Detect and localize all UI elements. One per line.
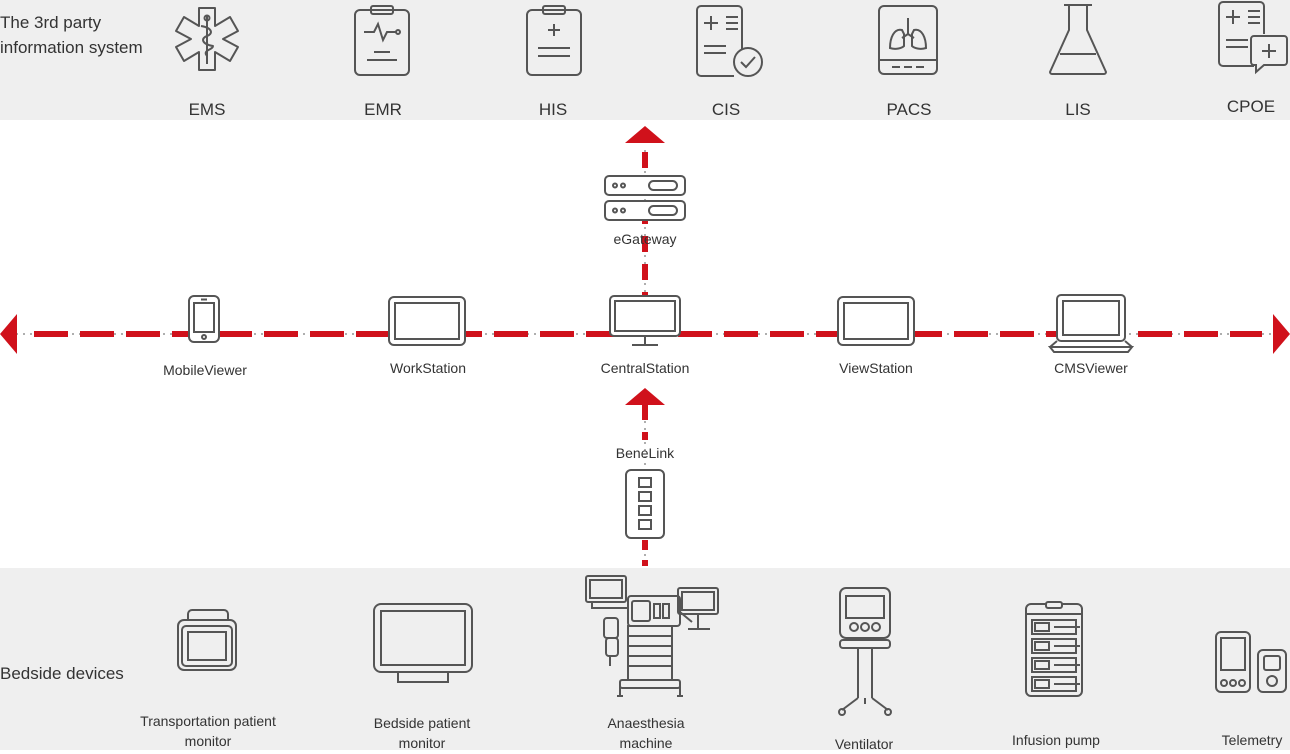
station-label-centralstation: CentralStation: [600, 360, 690, 376]
anaesthesia-machine-icon: [585, 575, 719, 697]
benelink-label: BeneLink: [615, 445, 675, 461]
device-label-infusion-pump: Infusion pump: [1012, 732, 1100, 748]
station-label-mobileviewer: MobileViewer: [163, 362, 247, 378]
system-label-ems: EMS: [188, 100, 226, 119]
system-label-pacs: PACS: [886, 100, 932, 119]
system-label-cis: CIS: [711, 100, 741, 119]
device-label-ventilator: Ventilator: [834, 736, 894, 752]
bedside-monitor-icon: [373, 603, 473, 683]
device-label-telemetry: Telemetry: [1221, 732, 1283, 748]
smartphone-icon: [188, 295, 220, 343]
document-comment-icon: [1218, 1, 1288, 75]
device-label-anaesthesia-machine: Anaesthesia machine: [607, 715, 685, 751]
egateway-label: eGateway: [613, 231, 677, 247]
third-party-title-line2: information system: [0, 38, 143, 57]
network-right-arrow-head: [1273, 314, 1290, 354]
benelink-arrow-head: [625, 388, 665, 405]
flask-icon: [1049, 4, 1107, 75]
station-label-cmsviewer: CMSViewer: [1054, 360, 1128, 376]
clipboard-ecg-icon: [354, 5, 410, 76]
system-label-cpoe: CPOE: [1226, 97, 1276, 116]
benelink-module-icon: [625, 469, 665, 539]
desktop-monitor-icon: [609, 295, 681, 346]
gateway-arrow-head: [625, 126, 665, 143]
device-label-bedside-monitor: Bedside patient monitor: [373, 715, 471, 751]
star-of-life-icon: [175, 7, 239, 71]
laptop-icon: [1048, 294, 1134, 353]
third-party-title-line1: The 3rd party: [0, 13, 102, 32]
ventilator-icon: [838, 587, 892, 716]
lungs-xray-icon: [878, 5, 938, 75]
server-icon: [604, 175, 686, 221]
system-label-lis: LIS: [1065, 100, 1091, 119]
monitor-icon: [837, 296, 915, 346]
station-label-viewstation: ViewStation: [839, 360, 913, 376]
system-label-emr: EMR: [364, 100, 402, 119]
infusion-pump-icon: [1025, 601, 1083, 697]
network-left-arrow-head: [0, 314, 17, 354]
system-label-his: HIS: [538, 100, 568, 119]
telemetry-icon: [1215, 631, 1287, 693]
device-label-transportation-monitor: Transportation patient monitor: [140, 713, 276, 749]
clipboard-plus-icon: [526, 5, 582, 76]
bedside-devices-title: Bedside devices: [0, 664, 124, 683]
transport-monitor-icon: [177, 609, 237, 671]
monitor-icon: [388, 296, 466, 346]
station-label-workstation: WorkStation: [390, 360, 466, 376]
document-check-icon: [696, 5, 763, 77]
